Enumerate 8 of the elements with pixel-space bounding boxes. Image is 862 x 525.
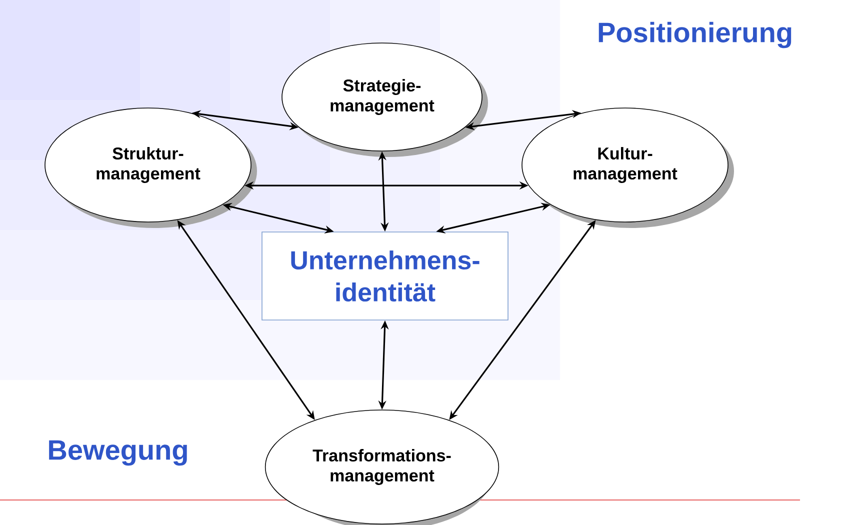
heading-label: Positionierung <box>598 22 792 48</box>
identity-box: Unternehmens- identität <box>262 232 508 320</box>
ellipse-node: Transformations- management <box>264 410 500 525</box>
heading-label: Bewegung <box>49 440 187 466</box>
node-label: Transformations- management <box>312 449 451 485</box>
ellipse-node: Strategie- management <box>282 42 488 157</box>
ellipse-node: Struktur- management <box>44 108 257 228</box>
ellipse-node: Kultur- management <box>522 108 734 228</box>
